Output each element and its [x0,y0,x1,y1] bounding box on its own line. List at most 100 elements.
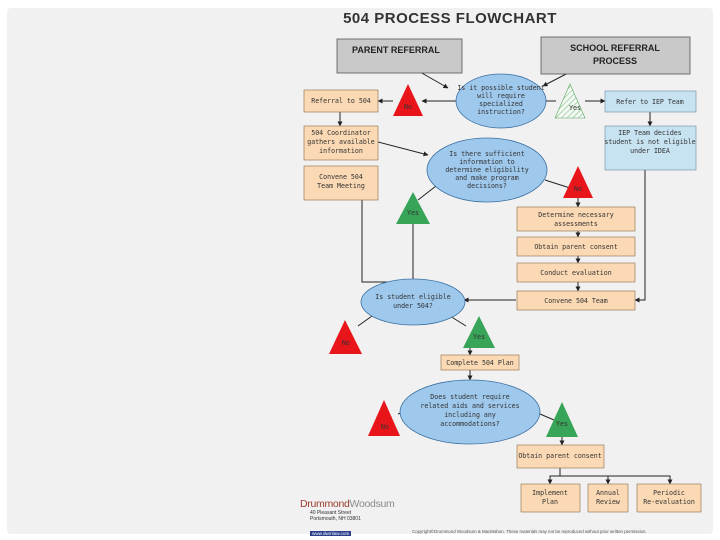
label-referral-504: Referral to 504 [311,97,371,105]
label-assessments-2: assessments [554,220,598,228]
d2-line-3: determine eligibility [445,166,528,174]
decision-sufficient-information [426,137,548,203]
box-coordinator [303,125,379,161]
d4-line-4: accommodations? [440,420,500,428]
logo-address-2: Portsmouth, NH 03801 [310,516,361,522]
connector-convene504-to-d3 [361,182,396,283]
connector-coordinator-to-d2 [377,141,429,157]
logo-wordmark-a: Drummond [300,498,350,510]
yes-label-4: Yes [556,420,568,428]
label-annual-2: Review [596,498,620,506]
d1-line-1: Is it possible student [457,84,544,92]
decision-specialized-instruction [455,73,547,129]
page-title: 504 PROCESS FLOWCHART [343,10,557,27]
d1-line-3: specialized [479,100,523,108]
connector-d2-to-no [544,179,571,189]
d1-line-2: will require [477,92,525,100]
label-iep-decides-2: student is not eligible [604,138,695,146]
d2-line-5: decisions? [467,182,507,190]
connector-d4-to-yes [539,413,555,421]
yes-triangle-2 [396,192,430,224]
yes-label-1: Yes [569,104,581,112]
connectors [337,71,673,485]
label-refer-iep: Refer to IEP Team [616,98,684,106]
no-triangles [329,84,593,436]
d2-line-2: information to [459,158,515,166]
no-label-1: No [404,103,412,111]
box-periodic [636,483,702,513]
no-triangle-4 [368,400,400,436]
connector-to-annual [560,475,611,485]
yes-triangle-1 [554,83,586,119]
connector-to-periodic [608,475,673,485]
connector-decides-to-convene504 [634,170,646,303]
decision-related-aids [399,379,541,445]
box-consent-1 [516,236,636,257]
no-triangle-2 [563,166,593,198]
d3-line-1: Is student eligible [375,293,450,301]
d4-line-3: including any [444,411,496,419]
d1-line-4: instruction? [477,108,525,116]
label-coordinator-1: 504 Coordinator [311,129,371,137]
copyright-notice: Copyright©Drummond Woodsum & MacMahon. T… [412,529,647,534]
process-box-labels: Referral to 504 504 Coordinator gathers … [307,97,695,506]
label-implement-1: Implement [532,489,568,497]
connector-d3-to-yes [449,315,467,327]
decision-labels: Is it possible student will require spec… [375,84,544,428]
d4-line-1: Does student require [430,393,509,401]
yes-label-2: Yes [407,209,419,217]
box-referral-504 [303,89,379,113]
label-complete-plan: Complete 504 Plan [446,359,514,367]
header-parent-text: PARENT REFERRAL [352,45,440,55]
yes-triangle-4 [546,402,578,437]
label-assessments-1: Determine necessary [538,211,613,219]
header-school-referral: SCHOOL REFERRAL PROCESS [540,36,691,75]
yes-triangles [396,83,586,437]
label-implement-2: Plan [542,498,558,506]
label-periodic-2: Re-evaluation [643,498,695,506]
d3-line-2: under 504? [393,302,433,310]
header-parent-referral: PARENT REFERRAL [336,38,463,74]
firm-logo: DrummondWoodsum 40 Pleasant Street Ports… [300,498,395,540]
box-complete-plan [440,354,520,371]
yes-triangle-3 [463,316,495,348]
connector-d2-to-yes [417,185,437,201]
header-school-line-2: PROCESS [593,56,637,66]
logo-url-link[interactable]: www.dwmlaw.com [310,531,352,536]
label-convene-team-2: Team Meeting [317,182,365,190]
label-coordinator-2: gathers available [307,138,375,146]
label-annual-1: Annual [596,489,620,497]
logo-wordmark-b: Woodsum [349,498,395,510]
box-implement [520,483,581,513]
label-convene-team-1: Convene 504 [319,173,363,181]
yes-no-labels: No No No No Yes Yes Yes Yes [342,103,582,431]
box-iep-decides [604,125,697,171]
no-label-4: No [381,423,389,431]
label-evaluation: Conduct evaluation [540,269,611,277]
label-consent-2: Obtain parent consent [518,452,601,460]
logo-wordmark: DrummondWoodsum [300,498,395,510]
box-convene-504 [516,290,636,311]
d4-line-2: related aids and services [420,402,519,410]
box-evaluation [516,262,636,283]
no-label-3: No [342,339,350,347]
no-triangle-1 [393,84,423,116]
label-iep-decides-1: IEP Team decides [618,129,682,137]
box-consent-2 [516,444,605,469]
yes-label-3: Yes [473,333,485,341]
d2-line-1: Is there sufficient [449,150,524,158]
box-convene-team [303,165,379,201]
connector-d3-to-no [357,315,373,327]
logo-address-1: 40 Pleasant Street [310,510,352,516]
label-convene-504: Convene 504 Team [544,297,608,305]
header-school-line-1: SCHOOL REFERRAL [570,43,660,53]
no-triangle-3 [329,320,362,354]
d2-line-4: and make program [455,174,519,182]
label-iep-decides-3: under IDEA [630,147,670,155]
decision-eligible-504 [360,278,466,326]
label-coordinator-3: information [319,147,363,155]
box-refer-iep [604,90,697,113]
label-periodic-1: Periodic [653,489,685,497]
